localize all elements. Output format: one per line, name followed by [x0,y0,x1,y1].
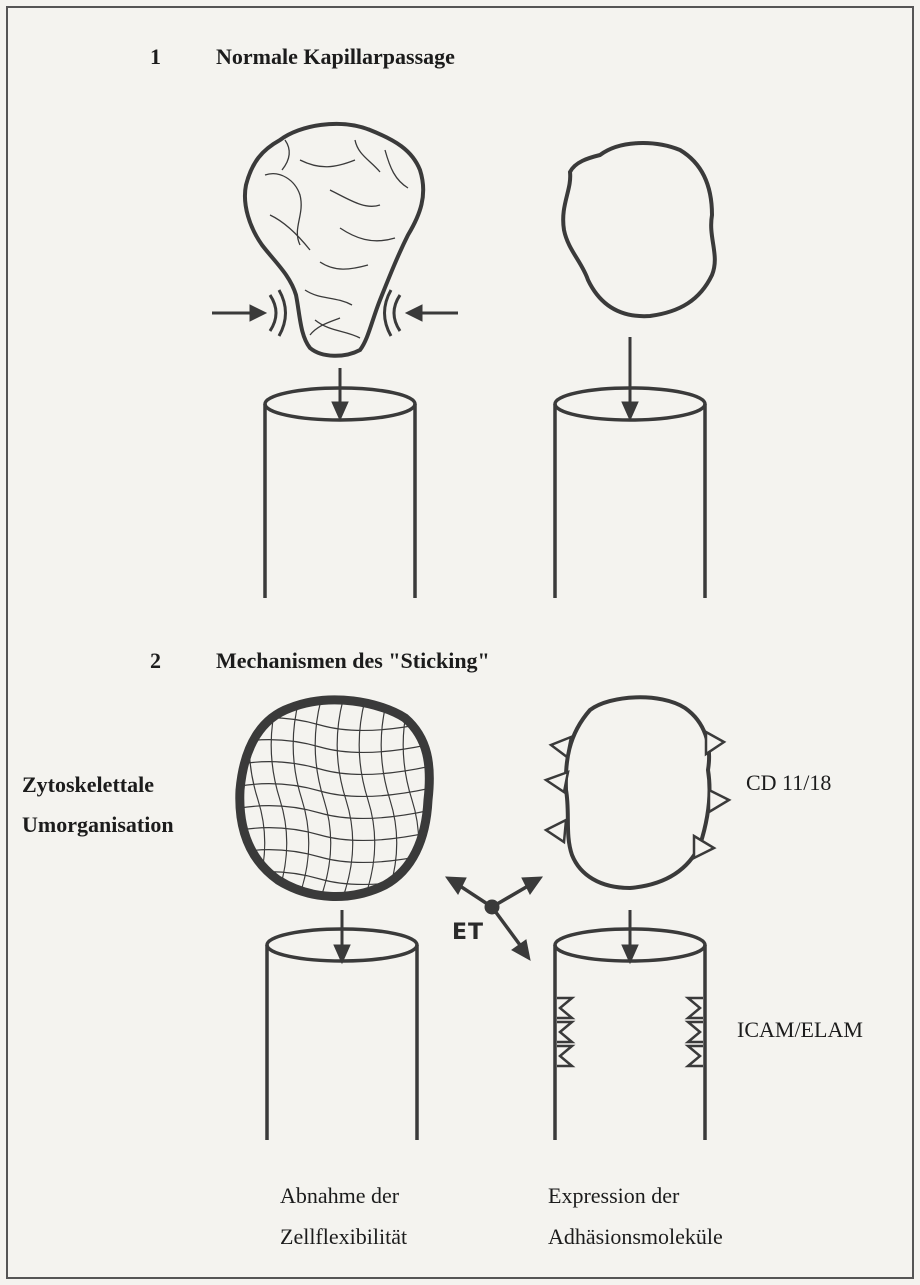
caption-flex-line2: Zellflexibilität [280,1224,407,1250]
label-et: ET [452,920,484,945]
section-2-title: Mechanismen des "Sticking" [216,648,490,674]
section-2-number: 2 [150,648,161,674]
label-cytoskeleton-line1: Zytoskelettale [22,772,154,798]
label-icam-elam: ICAM/ELAM [737,1017,863,1043]
icam-elam-molecules [557,998,703,1066]
normal-cell [563,143,715,316]
capillary-2b [555,929,705,1140]
arrow-into-capillary-2b [622,910,638,963]
arrow-into-capillary-1a [332,368,348,420]
capillary-2a [267,929,417,1140]
caption-expr-line2: Adhäsionsmoleküle [548,1224,723,1250]
cd-11-18-receptors [546,732,729,858]
caption-flex-line1: Abnahme der [280,1183,399,1209]
squeeze-indicator [212,290,458,336]
activated-cell [546,697,729,888]
endotoxin-arrows [446,877,542,960]
arrow-into-capillary-1b [622,337,638,420]
stiffened-cell [230,700,440,905]
page-frame [7,7,913,1278]
section-1-title: Normale Kapillarpassage [216,44,455,70]
caption-expr-line1: Expression der [548,1183,679,1209]
label-cd-11-18: CD 11/18 [746,770,831,796]
arrow-into-capillary-2a [334,910,350,963]
section-1-number: 1 [150,44,161,70]
capillary-1b [555,388,705,598]
label-cytoskeleton-line2: Umorganisation [22,812,174,838]
